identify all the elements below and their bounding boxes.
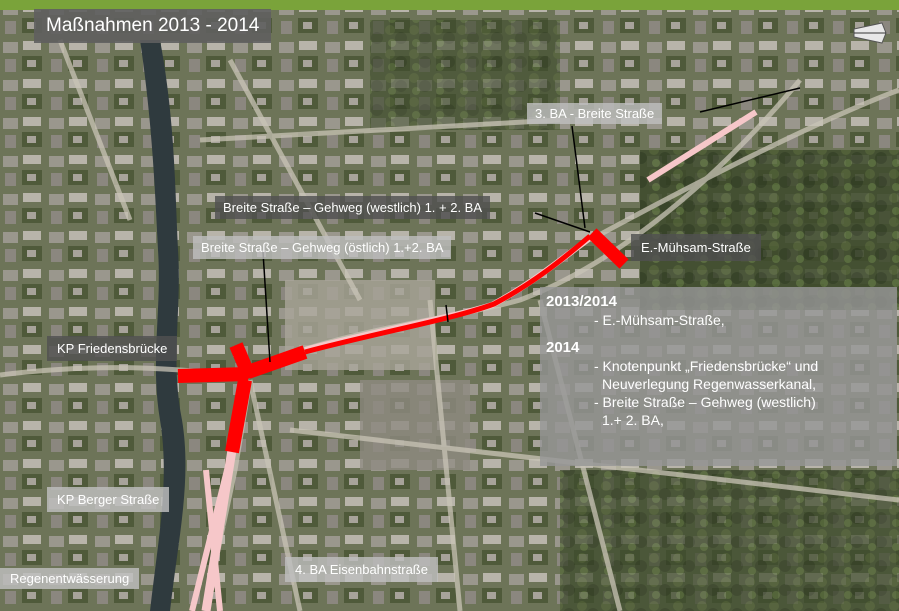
label-kp-friedensbruecke: KP Friedensbrücke xyxy=(47,336,178,361)
muehsam-segment xyxy=(587,228,629,269)
info-item-gehweg: - Breite Straße – Gehweg (westlich) xyxy=(594,394,816,410)
city-center-block-2 xyxy=(360,380,470,470)
label-3ba-breite: 3. BA - Breite Straße xyxy=(527,103,663,124)
ba3-breite-segment xyxy=(646,109,758,183)
kp-friedensbruecke-junction-n xyxy=(229,342,257,381)
info-item-regenwasserkanal: Neuverlegung Regenwasserkanal, xyxy=(602,376,817,392)
green-area-east xyxy=(640,150,899,310)
gehweg-westlich-segment-a xyxy=(245,345,308,379)
label-gehweg-oestlich: Breite Straße – Gehweg (östlich) 1.+2. B… xyxy=(193,236,452,259)
kp-friedensbruecke-junction-s xyxy=(225,378,252,454)
green-area-south xyxy=(560,470,899,611)
active-measures xyxy=(177,228,629,454)
info-item-knotenpunkt: - Knotenpunkt „Friedensbrücke“ und xyxy=(594,358,819,374)
gehweg-westlich-segment-b xyxy=(304,234,592,355)
info-year-2014: 2014 xyxy=(546,339,580,356)
river xyxy=(140,40,186,611)
header-band xyxy=(0,0,899,10)
slide-title: Maßnahmen 2013 - 2014 xyxy=(34,9,272,43)
info-item-muehsam: - E.-Mühsam-Straße, xyxy=(594,312,725,328)
label-regenentwaesserung: Regenentwässerung xyxy=(0,568,140,589)
leader-lines xyxy=(262,87,801,363)
label-gehweg-westlich: Breite Straße – Gehweg (westlich) 1. + 2… xyxy=(215,196,491,219)
kp-friedensbruecke-junction xyxy=(177,367,249,383)
regen-segment-2 xyxy=(203,469,223,611)
north-arrow-icon xyxy=(853,22,887,44)
info-year-2013-2014: 2013/2014 xyxy=(546,293,617,310)
info-item-gehweg-ba: 1.+ 2. BA, xyxy=(602,412,664,428)
measures-info-box: 2013/2014 - E.-Mühsam-Straße, 2014 - Kno… xyxy=(540,287,897,466)
label-4ba-eisenbahn: 4. BA Eisenbahnstraße xyxy=(285,557,438,582)
label-muehsam: E.-Mühsam-Straße xyxy=(631,234,761,261)
label-kp-berger: KP Berger Straße xyxy=(47,487,170,512)
